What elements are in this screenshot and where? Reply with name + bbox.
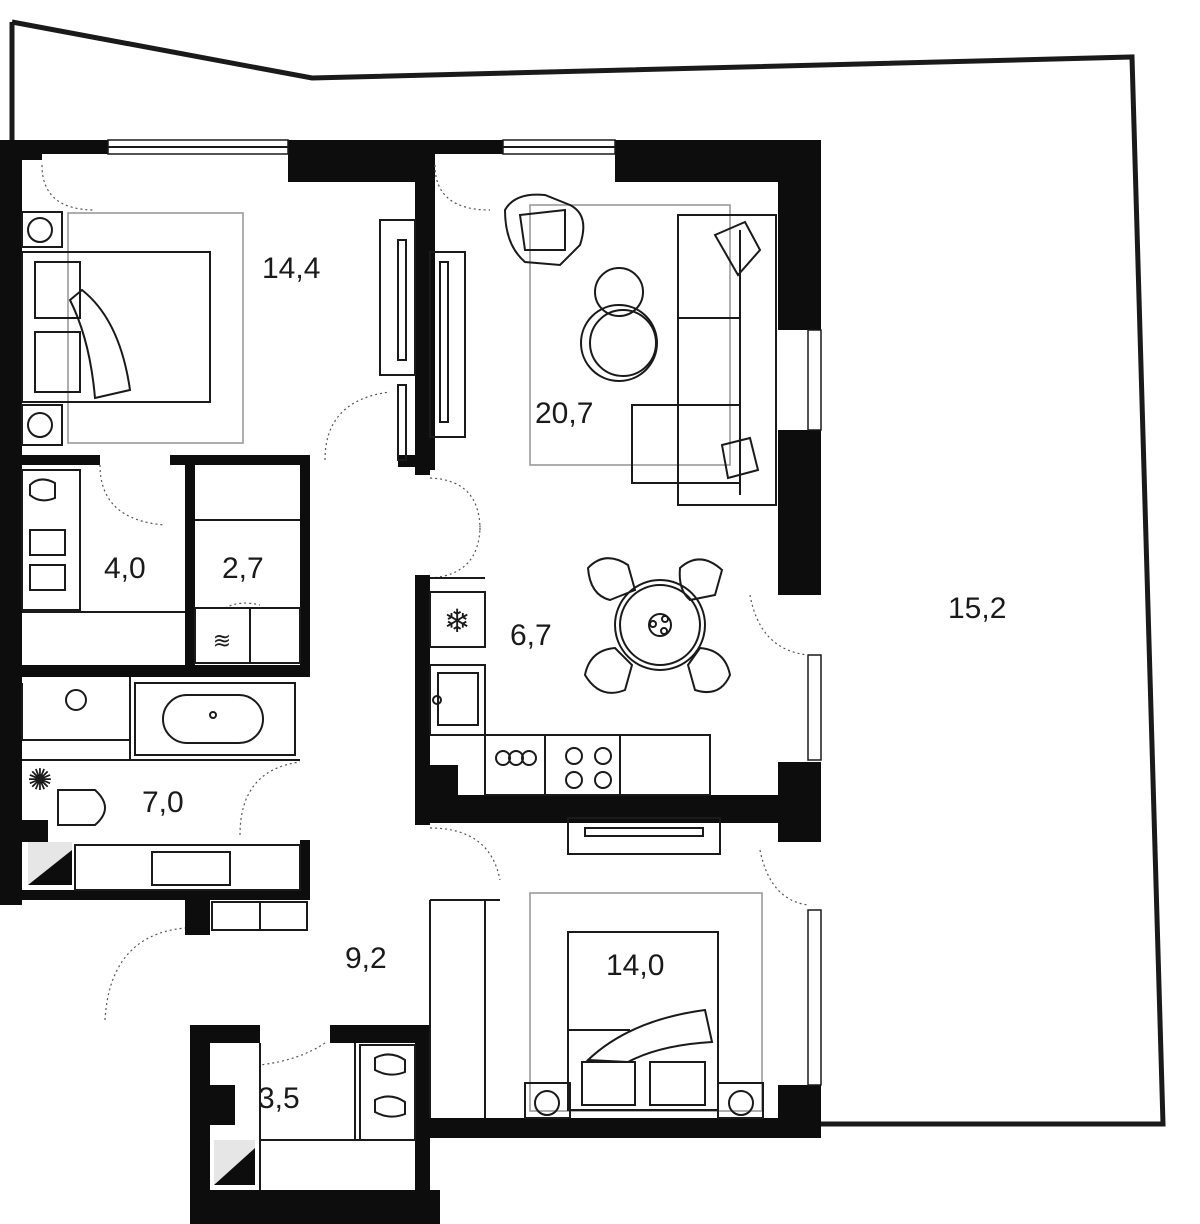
area-laundry: 2,7 <box>222 552 264 585</box>
area-kitchen: 6,7 <box>510 619 552 652</box>
shafts <box>28 765 458 1185</box>
kitchen-units <box>429 577 711 796</box>
bed-bedroom-2 <box>524 817 764 1119</box>
area-terrace: 15,2 <box>948 592 1006 625</box>
area-bedroom-1: 14,4 <box>262 252 320 285</box>
main-bathroom-fixtures <box>21 682 308 931</box>
walls <box>0 140 821 1224</box>
small-bathroom-fixtures <box>21 469 81 611</box>
partitions <box>22 519 500 1190</box>
plant-icon: ✺ <box>27 763 52 798</box>
area-living-room: 20,7 <box>535 397 593 430</box>
wardrobe-bedroom-1 <box>379 219 416 461</box>
bed-bedroom-1 <box>21 211 244 446</box>
dining-table <box>583 557 732 694</box>
laundry-fixtures <box>194 607 301 664</box>
windows <box>107 139 822 1086</box>
terrace-outline <box>11 19 1166 1127</box>
snowflake-icon: ❄ <box>444 602 471 640</box>
area-closet: 3,5 <box>258 1082 300 1115</box>
area-bathroom-main: 7,0 <box>142 786 184 819</box>
area-bedroom-2: 14,0 <box>606 949 664 982</box>
living-furniture <box>429 193 777 506</box>
doors <box>41 164 809 1066</box>
wave-icon: ≋ <box>213 629 231 654</box>
closet-fixtures <box>359 1044 416 1141</box>
area-hallway: 9,2 <box>345 942 387 975</box>
area-bathroom-small: 4,0 <box>104 552 146 585</box>
